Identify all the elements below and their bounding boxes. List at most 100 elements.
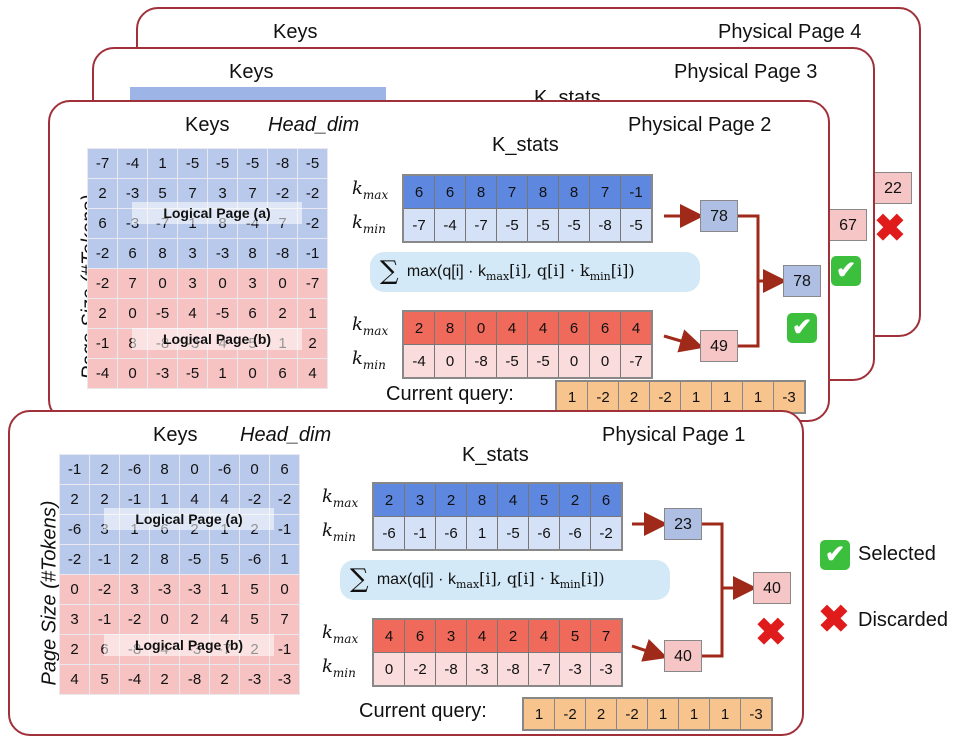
page1-flow-arrows <box>631 512 757 662</box>
keys-cell: -8 <box>267 148 298 179</box>
stats-cell: -8 <box>465 344 497 379</box>
summation-icon: ∑ <box>380 256 407 286</box>
stats-cell: 8 <box>465 174 497 209</box>
stats-cell: 6 <box>404 618 436 653</box>
page1-query-label: Current query: <box>359 700 487 722</box>
stats-cell: -2 <box>404 652 436 687</box>
keys-cell: 0 <box>207 268 238 299</box>
keys-cell: -5 <box>179 544 210 575</box>
keys-cell: -2 <box>87 268 118 299</box>
keys-cell: 6 <box>267 358 298 389</box>
keys-cell: -1 <box>297 238 328 269</box>
keys-cell: -6 <box>209 454 240 485</box>
query-cell: -2 <box>649 380 681 414</box>
query-cell: 1 <box>522 697 555 731</box>
keys-cell: -3 <box>149 574 180 605</box>
stats-cell: 7 <box>589 174 621 209</box>
stats-cell: -5 <box>558 208 590 243</box>
stats-cell: -3 <box>590 652 623 687</box>
keys-cell: -2 <box>297 178 328 209</box>
keys-cell: -5 <box>207 148 238 179</box>
keys-cell: -5 <box>147 298 178 329</box>
keys-cell: -5 <box>177 358 208 389</box>
keys-cell: -5 <box>207 298 238 329</box>
page1-score-formula: ∑ max(q[i] · kmax[i], q[i] · kmin[i]) <box>340 560 670 600</box>
keys-cell: 8 <box>237 238 268 269</box>
page1-score-max: 40 <box>753 572 791 604</box>
query-cell: -3 <box>740 697 773 731</box>
keys-cell: -3 <box>179 574 210 605</box>
stats-cell: 6 <box>434 174 466 209</box>
keys-cell: -4 <box>119 664 150 695</box>
stats-row: 0-2-8-3-8-7-3-3 <box>372 652 623 687</box>
page1-kstats-label: K_stats <box>462 444 529 466</box>
stats-cell: 2 <box>497 618 529 653</box>
keys-cell: -8 <box>179 664 210 695</box>
page2-head-dim-label: Head_dim <box>268 114 360 136</box>
page2-flow-arrows <box>663 204 787 353</box>
query-cell: -3 <box>773 380 806 414</box>
stats-cell: -3 <box>559 652 591 687</box>
keys-cell: -2 <box>269 484 300 515</box>
stats-cell: -1 <box>404 516 436 551</box>
keys-cell: 8 <box>149 544 180 575</box>
query-cell: 1 <box>678 697 710 731</box>
stats-cell: -6 <box>559 516 591 551</box>
stats-cell: 6 <box>558 310 590 345</box>
keys-cell: -1 <box>59 454 90 485</box>
keys-cell: 0 <box>179 454 210 485</box>
keys-cell: 4 <box>297 358 328 389</box>
keys-cell: 0 <box>59 574 90 605</box>
stats-cell: -5 <box>620 208 653 243</box>
keys-cell: -1 <box>269 514 300 545</box>
keys-cell: -3 <box>147 358 178 389</box>
keys-cell: 7 <box>117 268 148 299</box>
keys-cell: 0 <box>239 454 270 485</box>
stats-cell: 2 <box>435 482 467 517</box>
keys-cell: 6 <box>87 208 118 239</box>
stats-cell: 1 <box>466 516 498 551</box>
keys-cell: 0 <box>237 358 268 389</box>
stats-cell: 0 <box>372 652 405 687</box>
keys-cell: -2 <box>89 574 120 605</box>
keys-cell: -6 <box>239 544 270 575</box>
page1-kmin-b-label: kmin <box>322 656 356 680</box>
page1-kmax-b-label: kmax <box>322 622 359 646</box>
keys-cell: -3 <box>207 238 238 269</box>
query-cell: 1 <box>555 380 588 414</box>
page2-title: Physical Page 2 <box>628 114 772 136</box>
stats-cell: 4 <box>466 618 498 653</box>
page2-score-b: 49 <box>700 330 738 362</box>
page2-score-formula: ∑ max(q[i] · kmax[i], q[i] · kmin[i]) <box>370 252 700 292</box>
page3-score: 67 <box>829 209 867 241</box>
stats-cell: -5 <box>527 344 559 379</box>
keys-cell: 6 <box>117 238 148 269</box>
summation-icon: ∑ <box>350 564 377 594</box>
stats-cell: 5 <box>559 618 591 653</box>
stats-cell: -7 <box>402 208 435 243</box>
stats-cell: 4 <box>620 310 653 345</box>
stats-cell: -4 <box>434 208 466 243</box>
keys-cell: 0 <box>117 358 148 389</box>
stats-cell: 0 <box>589 344 621 379</box>
keys-cell: 0 <box>117 298 148 329</box>
page2-kmax-a-label: kmax <box>352 178 389 202</box>
page3-selected-check-icon: ✔ <box>831 256 861 286</box>
stats-cell: -8 <box>497 652 529 687</box>
page1-keys-grid: -12-680-60622-1144-2-2-6316212-1-2-128-5… <box>59 454 300 695</box>
keys-cell: 2 <box>119 544 150 575</box>
keys-cell: 2 <box>59 484 90 515</box>
stats-cell: 4 <box>497 482 529 517</box>
